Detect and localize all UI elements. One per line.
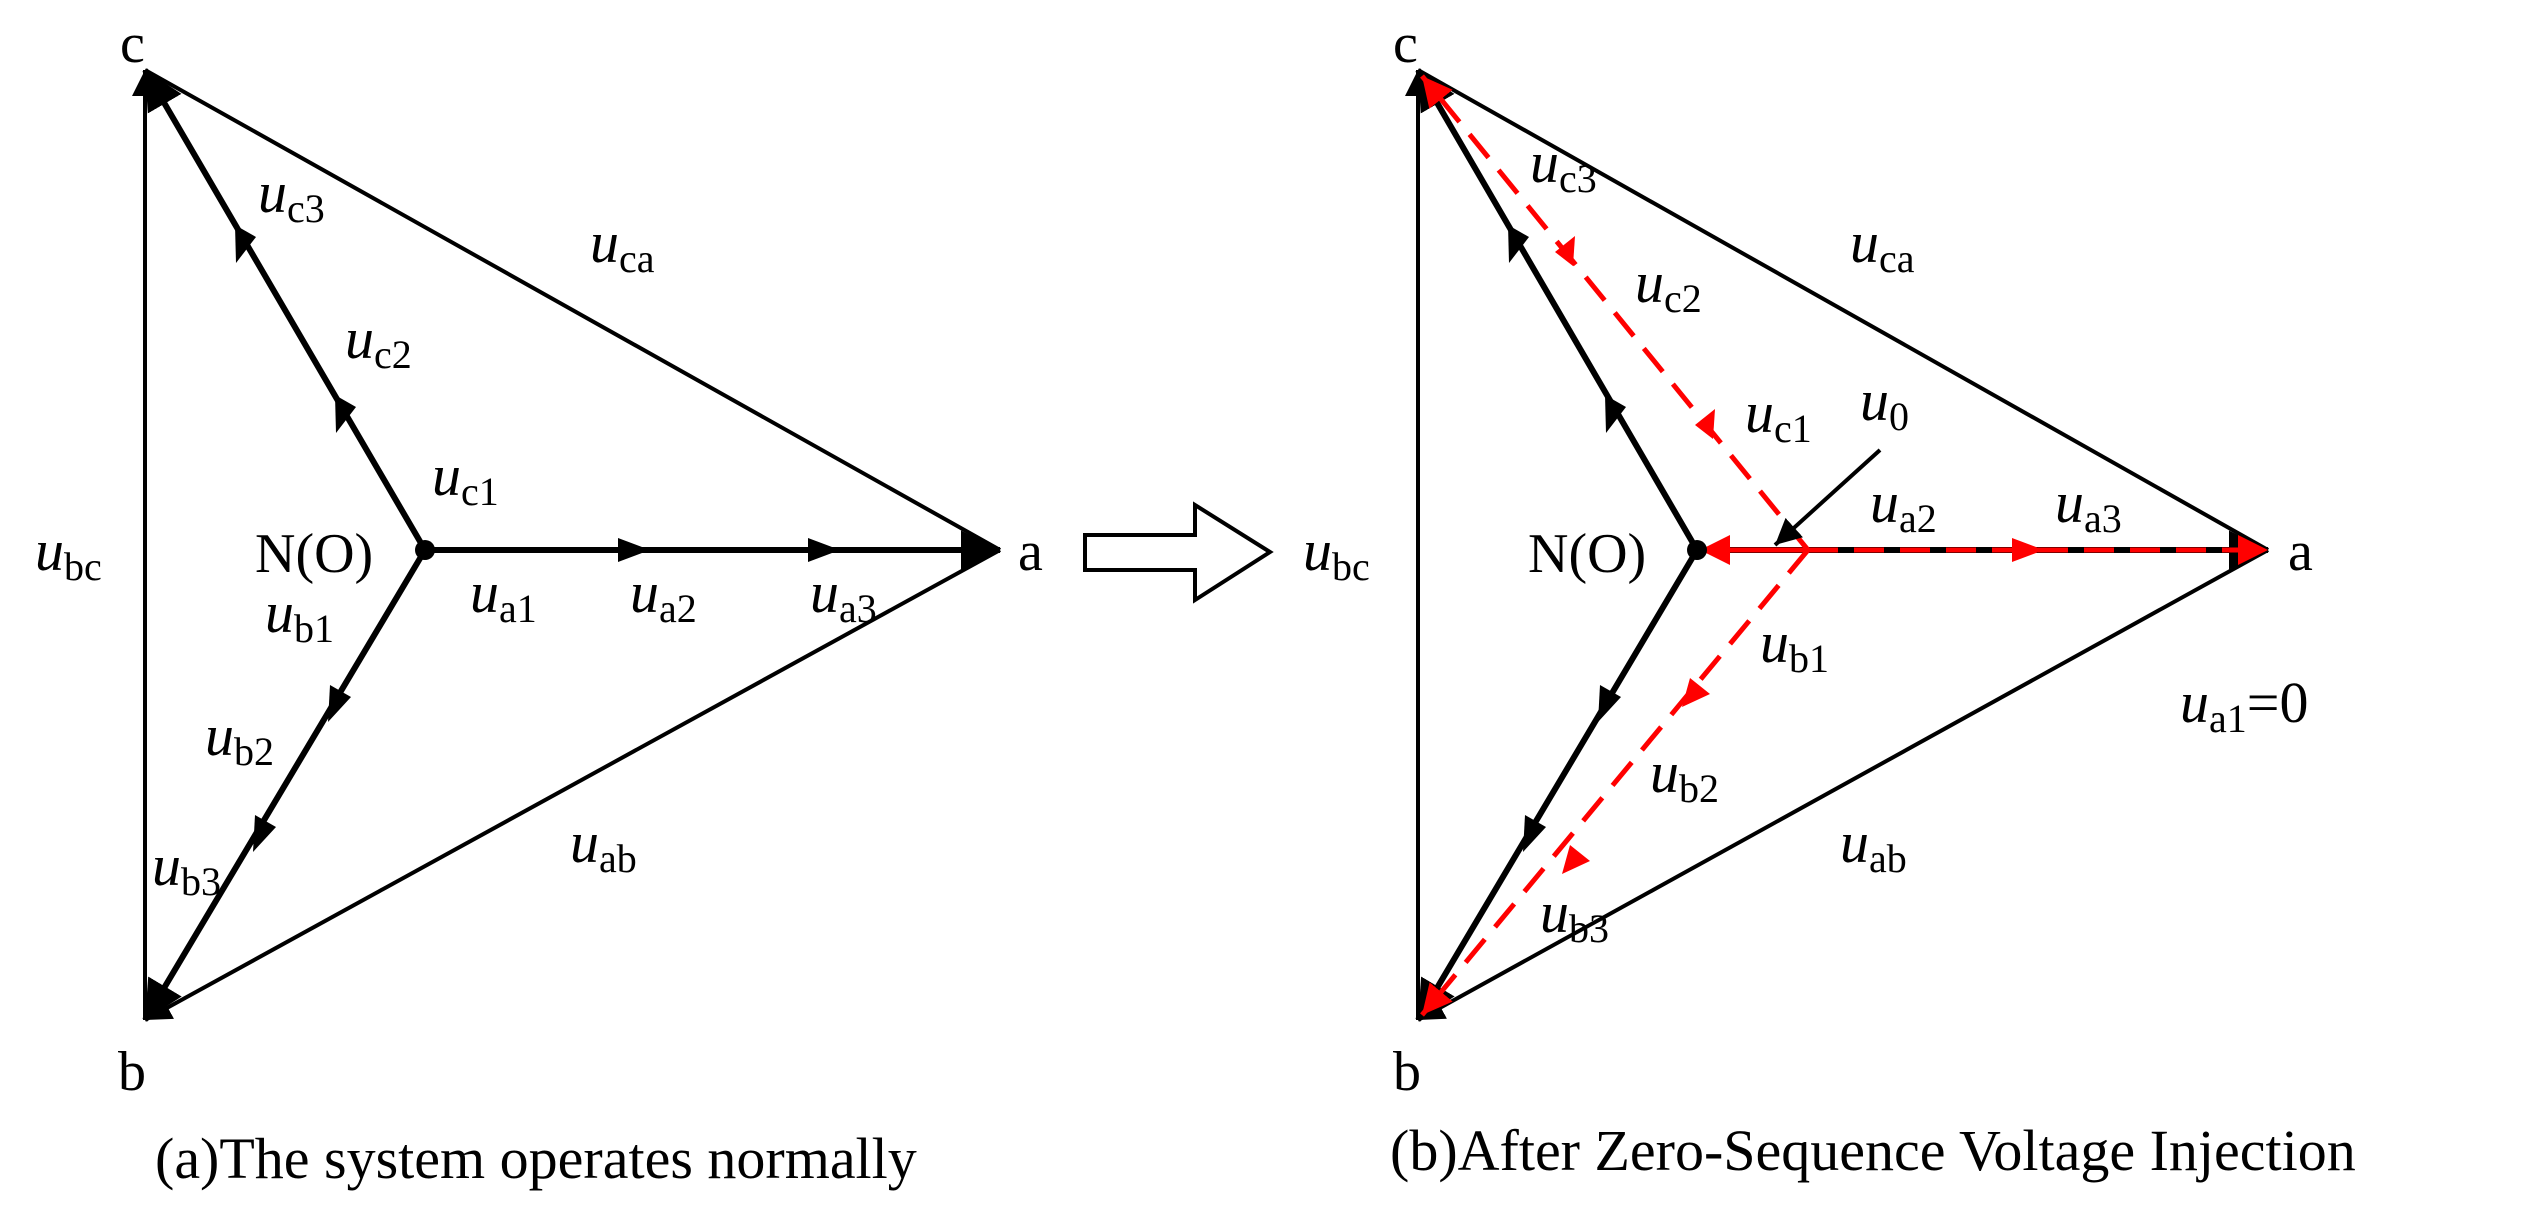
ua-arrow-mark (618, 538, 650, 562)
red-arrow-mark (1695, 409, 1715, 439)
label-uc1: uc1 (1745, 380, 1812, 451)
uc-arrow-mark (335, 395, 356, 433)
label-ub3: ub3 (152, 833, 221, 904)
caption-a: (a)The system operates normally (155, 1126, 917, 1191)
red-arrow-mark (1555, 236, 1575, 266)
vertex-b: b (118, 1041, 146, 1103)
red-phasor-c (1420, 74, 1810, 552)
label-ua3: ua3 (2055, 470, 2122, 541)
label-ub2: ub2 (1650, 740, 1719, 811)
caption-b: (b)After Zero-Sequence Voltage Injection (1390, 1118, 2356, 1183)
label-ub3: ub3 (1540, 880, 1609, 951)
nc-phasor (142, 68, 428, 552)
ub-arrow-mark (253, 815, 276, 852)
red-phasor-b (1420, 548, 1810, 1017)
label-ua2: ua2 (1870, 470, 1937, 541)
label-uca: uca (1850, 210, 1915, 281)
neutral-point (1687, 540, 1707, 560)
vertex-c: c (120, 13, 145, 75)
nb-phasor (142, 548, 428, 1022)
uc-arrow-mark (1508, 225, 1529, 263)
neutral-label: N(O) (255, 523, 373, 585)
label-u0: u0 (1860, 368, 1909, 439)
panel-a: c b a N(O) ubc uca uab uc1 uc2 uc3 ua1 u… (35, 13, 1043, 1191)
neutral-label: N(O) (1528, 523, 1646, 585)
vertex-b: b (1393, 1041, 1421, 1103)
ub-arrow-mark (328, 685, 351, 722)
label-ub1: ub1 (265, 580, 334, 651)
u0-pointer (1773, 448, 1882, 547)
panel-b: c b a N(O) ubc uca uab uc1 uc2 uc3 u0 ua… (1303, 13, 2356, 1183)
label-uc2: uc2 (345, 306, 412, 377)
label-uc3: uc3 (258, 160, 325, 231)
label-ua3: ua3 (810, 560, 877, 631)
label-ub2: ub2 (205, 703, 274, 774)
label-uab: uab (570, 810, 637, 881)
vertex-a: a (1018, 521, 1043, 583)
red-arrow-mark (1562, 845, 1590, 874)
ub-arrow-mark (1523, 815, 1546, 852)
uab-side (144, 548, 1001, 1022)
label-ua1: ua1 (470, 560, 537, 631)
nc-phasor (1415, 68, 1700, 552)
vertex-c: c (1393, 13, 1418, 75)
neutral-point (415, 540, 435, 560)
label-uab: uab (1840, 810, 1907, 881)
uc-arrow-mark (1605, 395, 1626, 433)
nb-phasor (1415, 548, 1700, 1022)
ub-arrow-mark (1598, 685, 1621, 722)
label-uc1: uc1 (432, 443, 499, 514)
label-uc3: uc3 (1530, 130, 1597, 201)
label-uc2: uc2 (1635, 250, 1702, 321)
label-ub1: ub1 (1760, 610, 1829, 681)
label-ubc: ubc (1303, 518, 1370, 589)
note-ua1-zero: ua1=0 (2180, 670, 2308, 741)
vertex-a: a (2288, 521, 2313, 583)
hollow-right-arrow (1083, 501, 1274, 604)
uca-side (1417, 68, 2269, 552)
ua-arrow-mark (808, 538, 840, 562)
label-ubc: ubc (35, 518, 102, 589)
uab-side (1417, 548, 2269, 1022)
label-ua2: ua2 (630, 560, 697, 631)
label-uca: uca (590, 210, 655, 281)
red-arrow-mark (2012, 538, 2044, 562)
uc-arrow-mark (235, 225, 256, 263)
uca-side (144, 68, 1001, 552)
red-arrow-mark (1682, 678, 1710, 707)
